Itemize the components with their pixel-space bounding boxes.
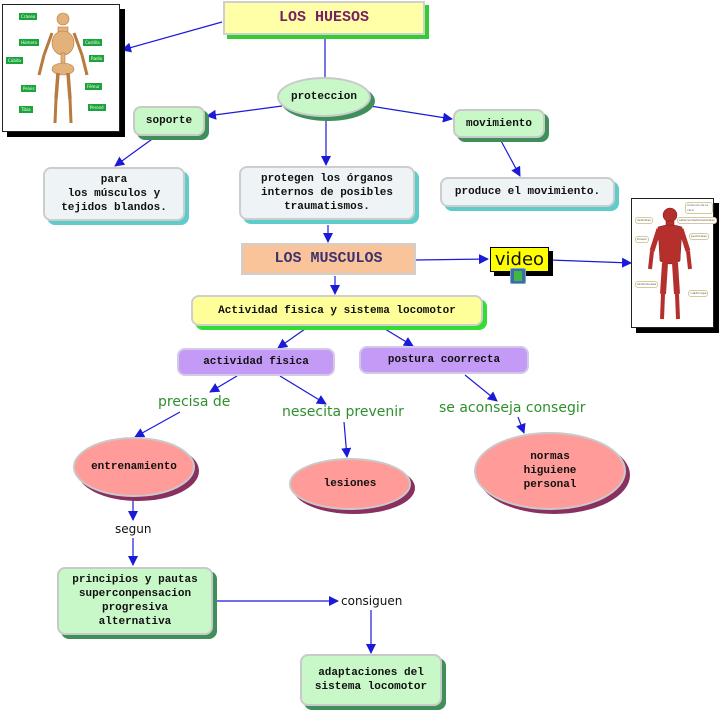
film-icon[interactable] (510, 268, 526, 284)
node-actividad-sistema-locomotor[interactable]: Actividad fisica y sistema locomotor (191, 295, 483, 326)
muscle-image: músculo de la cara deltoides esternoclei… (631, 198, 718, 328)
edge-actfisica-precisa (209, 375, 238, 393)
node-los-musculos[interactable]: LOS MUSCULOS (241, 243, 416, 275)
node-produce-movimiento[interactable]: produce el movimiento. (440, 177, 615, 207)
node-entrenamiento[interactable]: entrenamiento (73, 437, 195, 497)
muscle-label: deltoides (635, 217, 653, 224)
edge-proteccion-soporte (206, 105, 283, 120)
node-soporte[interactable]: soporte (133, 106, 205, 136)
edge-nesecita-lesiones (341, 421, 352, 458)
node-normas-higiene[interactable]: normas higuiene personal (474, 432, 626, 510)
edge-musculos-video (415, 254, 489, 265)
skeleton-label: Fémur (85, 83, 102, 90)
node-protegen-organos[interactable]: protegen los órganos internos de posible… (239, 166, 415, 220)
link-label-precisa-de: precisa de (158, 394, 231, 410)
edge-movimiento-produce (499, 138, 521, 177)
edge-postura-aconseja (464, 374, 498, 402)
node-postura-correcta[interactable]: postura coorrecta (359, 346, 529, 374)
skeleton-label: Húmero (19, 39, 39, 46)
muscle-label: esternocleidomastoideo (677, 217, 718, 224)
node-proteccion[interactable]: proteccion (277, 77, 371, 117)
edge-actividad-postura (384, 328, 414, 347)
muscle-figure-icon (648, 207, 692, 320)
node-para-musculos[interactable]: para los músculos y tejidos blandos. (43, 167, 185, 221)
muscle-label: abdominales (635, 281, 659, 288)
skeleton-label: Costilla (83, 39, 102, 46)
edge-actividad-actfisica (277, 328, 306, 349)
muscle-label: cuádriceps (688, 290, 709, 297)
node-adaptaciones[interactable]: adaptaciones del sistema locomotor (300, 654, 442, 706)
link-label-segun: segun (115, 522, 152, 536)
edge-actfisica-nesecita (279, 375, 327, 405)
node-principios-pautas[interactable]: principios y pautas superconpensacion pr… (57, 567, 213, 635)
node-movimiento[interactable]: movimiento (453, 109, 545, 138)
link-label-consiguen: consiguen (341, 594, 403, 608)
skeleton-label: Tibia (19, 106, 33, 113)
edge-video-muscleimg (549, 257, 632, 268)
node-lesiones[interactable]: lesiones (289, 458, 411, 510)
skeleton-label: Radio (89, 55, 105, 62)
skeleton-label: Cráneo (19, 13, 38, 20)
link-label-nesecita-prevenir: nesecita prevenir (282, 404, 404, 420)
video-label: video (494, 248, 545, 270)
node-los-huesos[interactable]: LOS HUESOS (223, 1, 425, 35)
link-label-se-aconseja: se aconseja consegir (439, 400, 586, 416)
muscle-label: pectorales (689, 233, 709, 240)
skeleton-figure-icon (37, 12, 89, 124)
skeleton-label: Peroné (88, 104, 106, 111)
skeleton-label: Pelvis (21, 85, 37, 92)
edge-proteccion-movimiento (369, 105, 453, 123)
muscle-label: bíceps (635, 236, 649, 243)
skeleton-label: Cúbito (6, 57, 23, 64)
edge-aconseja-normas (516, 416, 526, 434)
skeleton-image: Cráneo Húmero Costilla Cúbito Radio Pelv… (2, 4, 120, 132)
muscle-label: músculo de la cara (685, 202, 713, 214)
video-link[interactable]: video (490, 247, 549, 272)
node-actividad-fisica[interactable]: actividad fisica (177, 348, 335, 376)
edge-precisa-entrenamiento (134, 411, 181, 438)
edge-huesos-skeleton (121, 21, 223, 53)
edge-soporte-para (114, 136, 156, 167)
